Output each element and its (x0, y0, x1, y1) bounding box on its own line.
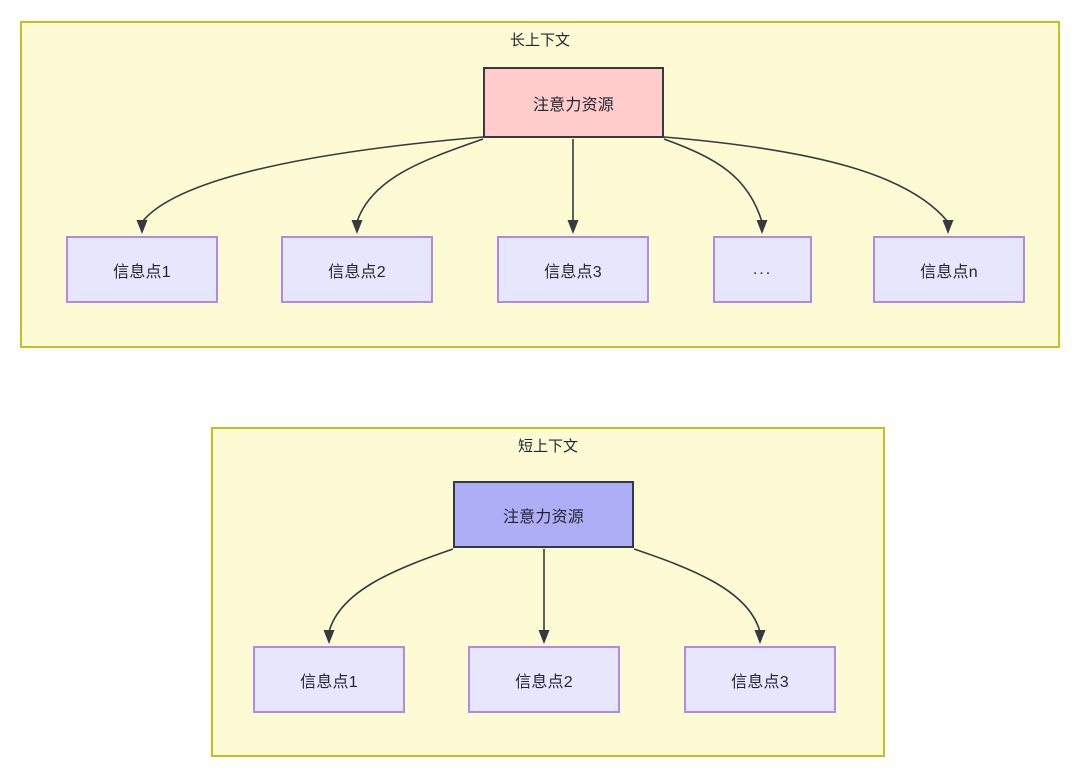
node-info-point-3-short[interactable]: 信息点3 (684, 646, 836, 713)
node-label: 注意力资源 (502, 508, 584, 526)
node-label: 信息点3 (731, 673, 789, 691)
node-label: 信息点2 (328, 263, 386, 281)
node-label: 信息点n (920, 263, 978, 281)
panel-long-context-title: 长上下文 (509, 32, 570, 49)
node-label: 注意力资源 (532, 96, 614, 114)
node-info-point-2-long[interactable]: 信息点2 (281, 236, 433, 303)
node-label: ... (752, 260, 773, 278)
node-info-point-3-long[interactable]: 信息点3 (497, 236, 649, 303)
node-info-point-2-short[interactable]: 信息点2 (468, 646, 620, 713)
node-attention-resource-short[interactable]: 注意力资源 (453, 481, 634, 548)
node-info-ellipsis-long[interactable]: ... (713, 236, 812, 303)
node-label: 信息点1 (113, 263, 171, 281)
node-label: 信息点2 (515, 673, 573, 691)
node-info-point-1-long[interactable]: 信息点1 (66, 236, 218, 303)
node-label: 信息点1 (300, 673, 358, 691)
node-info-point-1-short[interactable]: 信息点1 (253, 646, 405, 713)
node-label: 信息点3 (544, 263, 602, 281)
node-attention-resource-long[interactable]: 注意力资源 (483, 67, 664, 138)
node-info-point-n-long[interactable]: 信息点n (873, 236, 1025, 303)
panel-short-context-title: 短上下文 (517, 438, 578, 455)
